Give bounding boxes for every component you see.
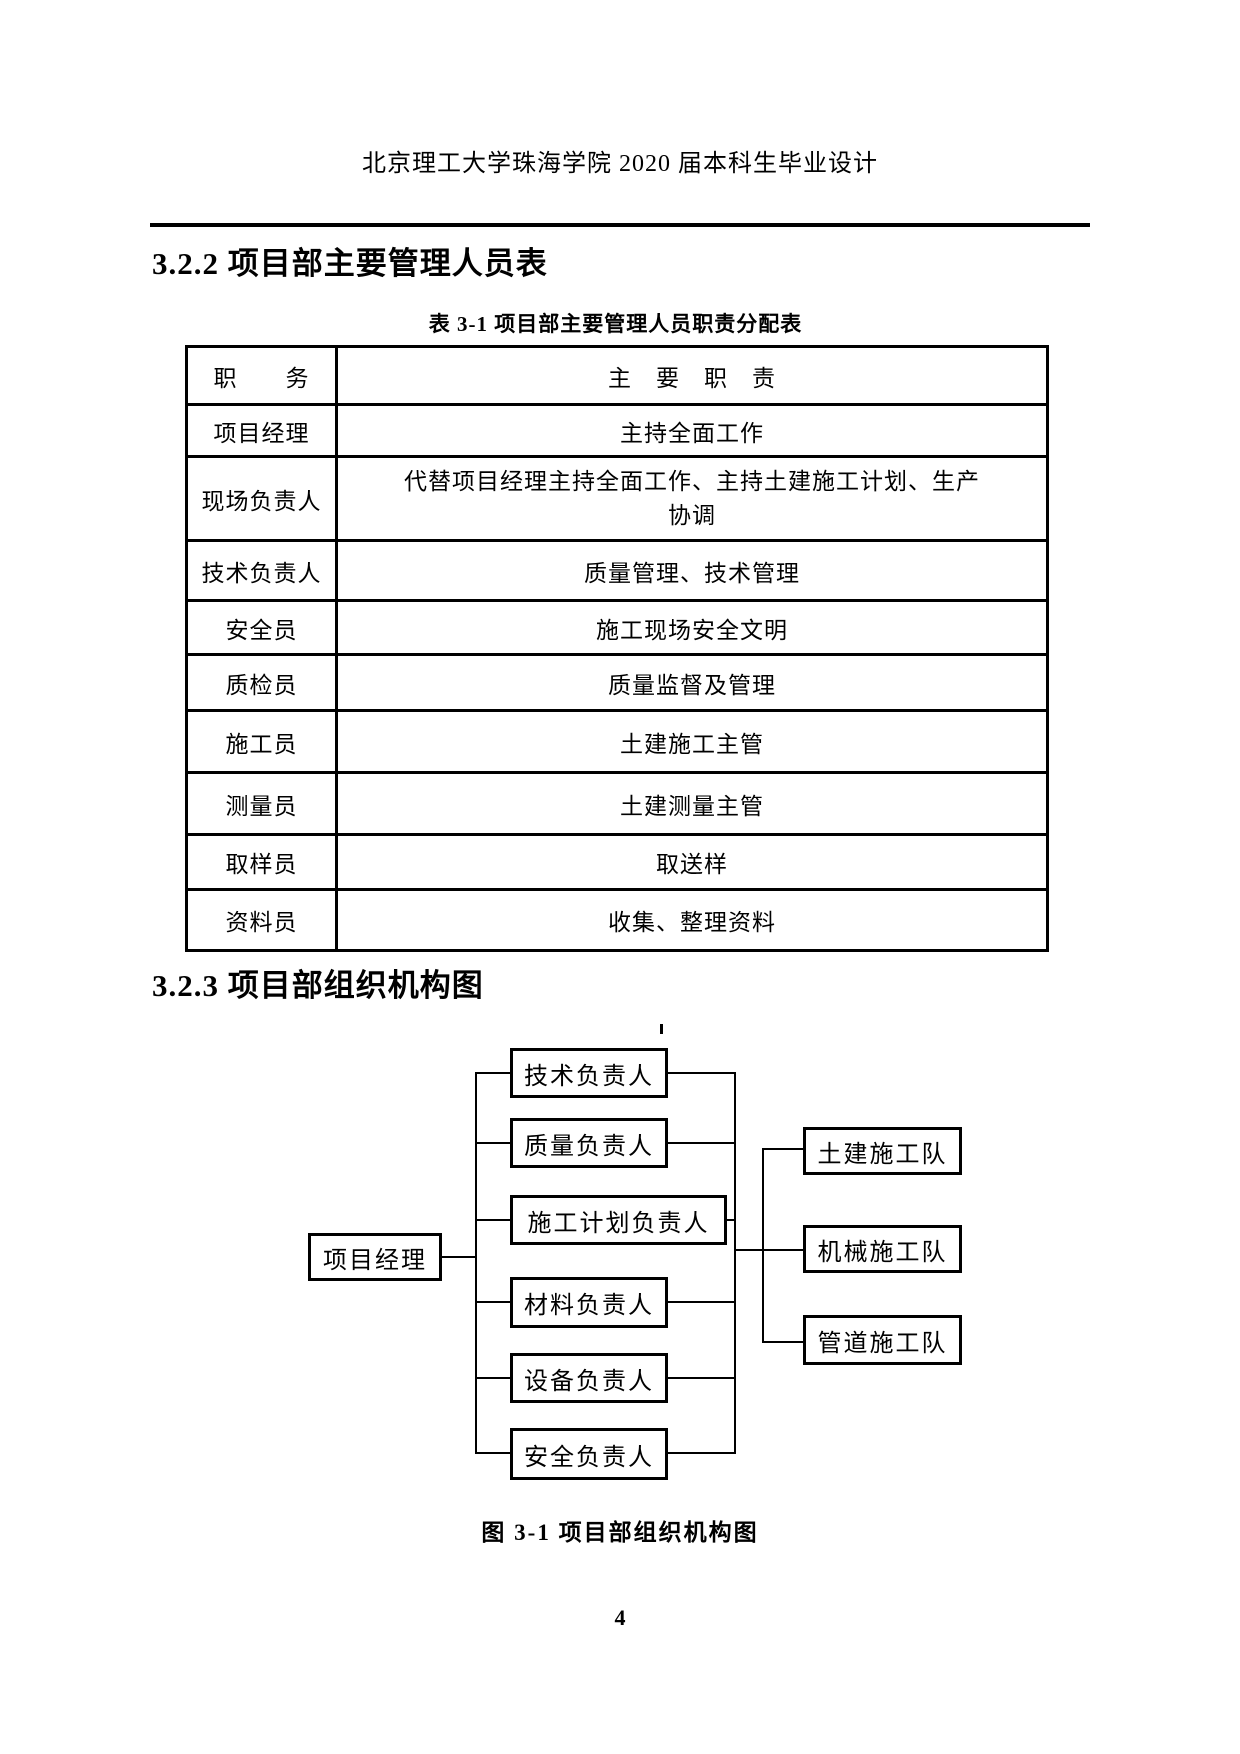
- table-row: 现场负责人 代替项目经理主持全面工作、主持土建施工计划、生产协调: [185, 455, 1049, 542]
- cell-position: 现场负责人: [185, 455, 338, 542]
- org-node-machinery-team: 机械施工队: [803, 1225, 962, 1273]
- header-cell-position: 职 务: [185, 345, 338, 406]
- header-cell-duty: 主 要 职 责: [335, 345, 1049, 406]
- org-node-material-lead: 材料负责人: [510, 1277, 668, 1328]
- table-row: 资料员 收集、整理资料: [185, 888, 1049, 952]
- cell-duty-text: 代替项目经理主持全面工作、主持土建施工计划、生产协调: [404, 469, 980, 528]
- cell-position: 取样员: [185, 833, 338, 891]
- org-chart-line: [476, 1072, 510, 1074]
- org-chart-line: [762, 1148, 764, 1343]
- table-caption: 表 3-1 项目部主要管理人员职责分配表: [428, 312, 803, 336]
- org-chart-line: [476, 1142, 510, 1144]
- org-chart-line: [476, 1452, 510, 1454]
- org-node-technical-lead: 技术负责人: [510, 1048, 668, 1098]
- org-chart-line: [442, 1256, 476, 1258]
- section-heading-322: 3.2.2 项目部主要管理人员表: [152, 246, 548, 281]
- cell-duty: 主持全面工作: [335, 403, 1049, 458]
- org-chart-line: [734, 1072, 736, 1454]
- cell-position: 技术负责人: [185, 539, 338, 602]
- table-row: 质检员 质量监督及管理: [185, 653, 1049, 712]
- org-node-civil-team: 土建施工队: [803, 1127, 962, 1175]
- org-node-construction-plan-lead: 施工计划负责人: [510, 1195, 727, 1245]
- cell-duty: 质量管理、技术管理: [335, 539, 1049, 602]
- org-node-pipeline-team: 管道施工队: [803, 1315, 962, 1365]
- table-row: 项目经理 主持全面工作: [185, 403, 1049, 458]
- cell-position: 安全员: [185, 599, 338, 656]
- org-chart-line: [476, 1219, 510, 1221]
- cell-position: 项目经理: [185, 403, 338, 458]
- org-chart-line: [736, 1249, 803, 1251]
- org-chart-line: [727, 1219, 736, 1221]
- cell-position: 资料员: [185, 888, 338, 952]
- table-row: 技术负责人 质量管理、技术管理: [185, 539, 1049, 602]
- cell-duty: 施工现场安全文明: [335, 599, 1049, 656]
- cell-position: 施工员: [185, 709, 338, 774]
- org-node-project-manager: 项目经理: [308, 1233, 442, 1281]
- table-row: 施工员 土建施工主管: [185, 709, 1049, 774]
- stray-mark: [660, 1024, 663, 1034]
- section-heading-323: 3.2.3 项目部组织机构图: [152, 968, 484, 1003]
- cell-duty: 收集、整理资料: [335, 888, 1049, 952]
- org-chart-line: [475, 1072, 477, 1454]
- cell-duty: 质量监督及管理: [335, 653, 1049, 712]
- cell-position: 质检员: [185, 653, 338, 712]
- cell-duty: 土建施工主管: [335, 709, 1049, 774]
- org-node-equipment-lead: 设备负责人: [510, 1353, 668, 1403]
- header-divider: [150, 223, 1090, 227]
- cell-duty: 取送样: [335, 833, 1049, 891]
- cell-duty: 土建测量主管: [335, 771, 1049, 836]
- responsibility-table: 职 务 主 要 职 责 项目经理 主持全面工作 现场负责人 代替项目经理主持全面…: [185, 345, 1049, 952]
- table-row: 取样员 取送样: [185, 833, 1049, 891]
- cell-duty: 代替项目经理主持全面工作、主持土建施工计划、生产协调: [335, 455, 1049, 542]
- org-chart-line: [668, 1377, 736, 1379]
- page-header: 北京理工大学珠海学院 2020 届本科生毕业设计: [362, 151, 878, 177]
- org-chart-line: [476, 1377, 510, 1379]
- table-row: 测量员 土建测量主管: [185, 771, 1049, 836]
- org-chart-line: [668, 1072, 736, 1074]
- table-header-row: 职 务 主 要 职 责: [185, 345, 1049, 406]
- org-chart-line: [476, 1301, 510, 1303]
- page-number: 4: [614, 1605, 626, 1630]
- cell-position: 测量员: [185, 771, 338, 836]
- table-row: 安全员 施工现场安全文明: [185, 599, 1049, 656]
- org-node-quality-lead: 质量负责人: [510, 1118, 668, 1168]
- org-chart-line: [668, 1452, 736, 1454]
- org-node-safety-lead: 安全负责人: [510, 1428, 668, 1480]
- org-chart-line: [764, 1341, 803, 1343]
- org-chart-line: [764, 1148, 803, 1150]
- org-chart-line: [668, 1301, 736, 1303]
- org-chart-line: [668, 1142, 736, 1144]
- figure-caption: 图 3-1 项目部组织机构图: [481, 1520, 759, 1545]
